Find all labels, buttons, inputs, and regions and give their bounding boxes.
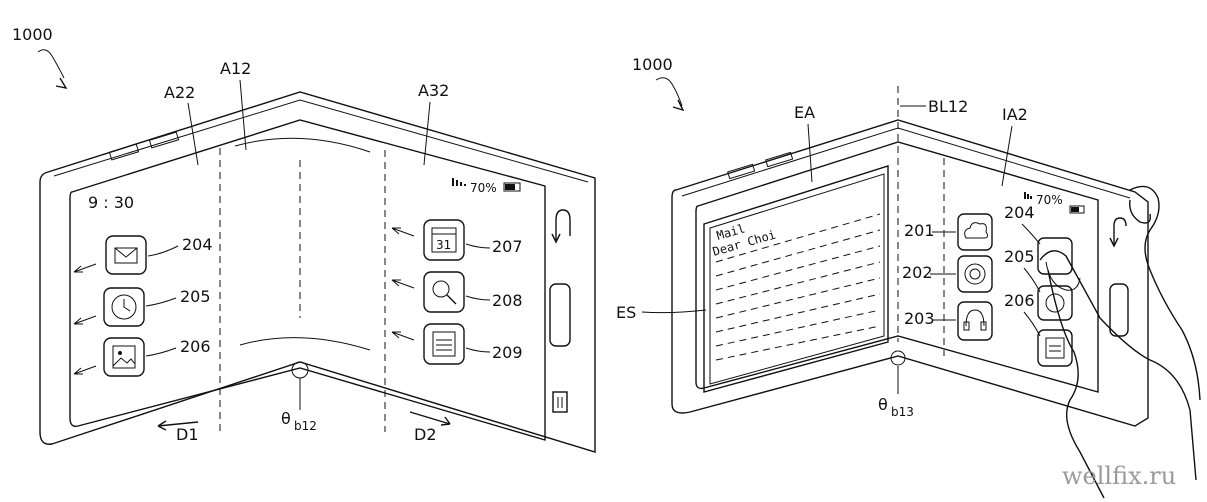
right-device-figure: 1000 Mail Dear Choi EA BL12 IA2 ES (616, 55, 1201, 499)
d1-arrow (157, 420, 199, 431)
right-gallery-icon (1037, 329, 1073, 367)
label-206: 206 (180, 337, 211, 356)
a22-leader (187, 102, 199, 166)
d2-arrow (409, 411, 451, 426)
leader-205-right (1023, 267, 1041, 293)
right-ref-leader (655, 77, 683, 107)
right-screen (695, 141, 1099, 393)
label-es: ES (616, 303, 636, 322)
leader-209 (465, 347, 491, 353)
label-ia2: IA2 (1002, 105, 1028, 124)
label-209: 209 (492, 343, 523, 362)
mail-text-lines (715, 213, 881, 361)
gallery-icon (103, 337, 145, 377)
leader-204-right (1021, 223, 1041, 245)
left-angle-subscript: b12 (294, 419, 317, 433)
left-screen (69, 119, 546, 441)
right-ref-arrowhead (672, 99, 685, 112)
right-signal-icon (1024, 192, 1032, 199)
label-204: 204 (182, 235, 213, 254)
label-a22: A22 (164, 83, 195, 102)
ea-leader (807, 123, 813, 183)
leader-208 (465, 295, 491, 301)
mail-window (703, 165, 889, 393)
right-body-edge (681, 127, 1131, 199)
label-205: 205 (180, 287, 211, 306)
leader-204 (147, 245, 179, 257)
back-icon (551, 209, 571, 244)
hand-illustration (1039, 185, 1201, 499)
left-move-arrows (73, 263, 97, 375)
label-201: 201 (904, 221, 935, 240)
clock-icon (103, 287, 145, 327)
headphones-icon (957, 301, 993, 341)
left-body-edge (53, 99, 589, 183)
leader-207 (465, 243, 491, 249)
right-clock-icon (1037, 285, 1073, 321)
right-ref-label: 1000 (632, 55, 673, 74)
left-device-body (39, 91, 596, 453)
label-206-right: 206 (1004, 291, 1035, 310)
label-a12: A12 (220, 59, 251, 78)
right-angle-subscript: b13 (891, 405, 914, 419)
right-side-button-1 (727, 163, 756, 180)
left-time: 9 : 30 (88, 193, 134, 212)
label-207: 207 (492, 237, 523, 256)
left-side-button-1 (108, 143, 140, 161)
cloud-icon (957, 213, 993, 251)
right-device-body (671, 119, 1149, 427)
left-ref-arrowhead (55, 77, 68, 89)
left-angle-symbol: θ (281, 409, 291, 428)
right-battery-percent: 70% (1036, 193, 1063, 207)
a32-leader (423, 101, 431, 166)
left-side-button-2 (148, 131, 180, 149)
recents-icon (552, 391, 568, 413)
left-ref-leader (37, 49, 65, 79)
leader-205 (145, 297, 177, 307)
search-icon (423, 271, 465, 313)
mail-icon (105, 235, 147, 275)
left-battery-icon (503, 182, 521, 192)
settings-icon (957, 255, 993, 293)
es-leader (641, 309, 707, 314)
right-battery-icon (1069, 205, 1085, 214)
home-button (549, 283, 571, 347)
label-ea: EA (794, 103, 815, 122)
a12-leader (239, 79, 247, 151)
right-mail-icon (1037, 237, 1073, 275)
right-angle-symbol: θ (878, 395, 888, 414)
watermark: wellfix.ru (1062, 462, 1176, 490)
right-move-arrows (391, 227, 415, 341)
label-d2: D2 (414, 425, 437, 444)
label-d1: D1 (176, 425, 199, 444)
label-203: 203 (904, 309, 935, 328)
ia2-leader (1001, 125, 1013, 187)
label-204-right: 204 (1004, 203, 1035, 222)
left-device-figure: 1000 9 : 30 70% A22 A12 A32 (12, 25, 596, 453)
right-home-button (1109, 283, 1129, 337)
label-bl12: BL12 (928, 97, 968, 116)
right-back-icon (1109, 217, 1127, 248)
left-ref-label: 1000 (12, 25, 53, 44)
calendar-icon: 31 (423, 219, 465, 261)
left-fold-curve-top (234, 137, 371, 153)
calendar-day: 31 (436, 238, 451, 252)
leader-206 (145, 347, 177, 357)
label-205-right: 205 (1004, 247, 1035, 266)
left-signal-icon (452, 178, 466, 186)
mail-window-inner (709, 173, 885, 385)
label-202: 202 (902, 263, 933, 282)
leader-206-right (1023, 311, 1041, 337)
left-battery-percent: 70% (470, 181, 497, 195)
label-208: 208 (492, 291, 523, 310)
right-hinge (890, 350, 906, 366)
label-a32: A32 (418, 81, 449, 100)
notes-icon (423, 323, 465, 365)
right-side-button-2 (765, 151, 794, 168)
left-fold-curve-bottom (239, 337, 371, 351)
